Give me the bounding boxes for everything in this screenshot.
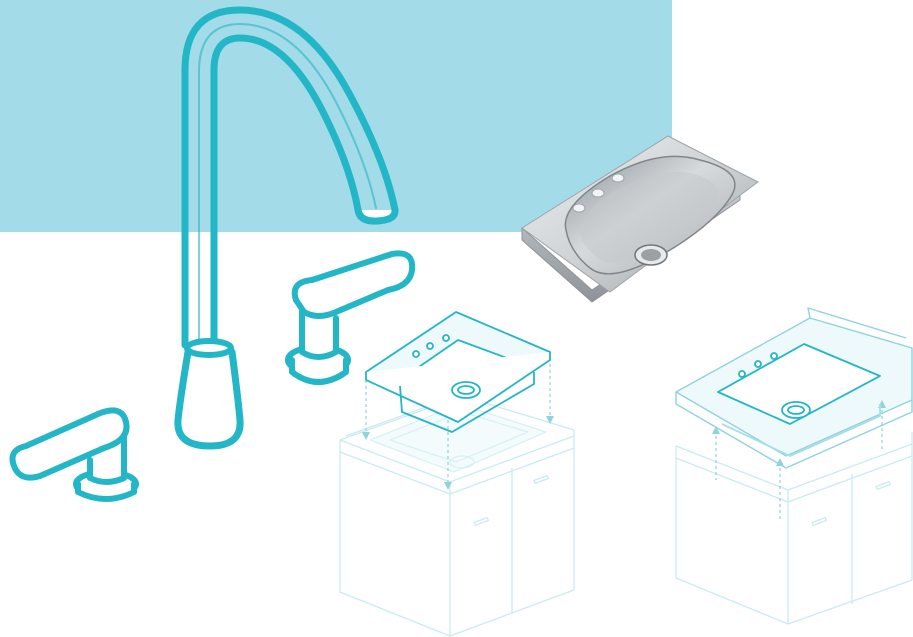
drop-in-sink-diagram bbox=[340, 312, 574, 636]
undermount-sink-diagram bbox=[676, 308, 912, 624]
left-lever-handle-icon bbox=[13, 410, 137, 499]
